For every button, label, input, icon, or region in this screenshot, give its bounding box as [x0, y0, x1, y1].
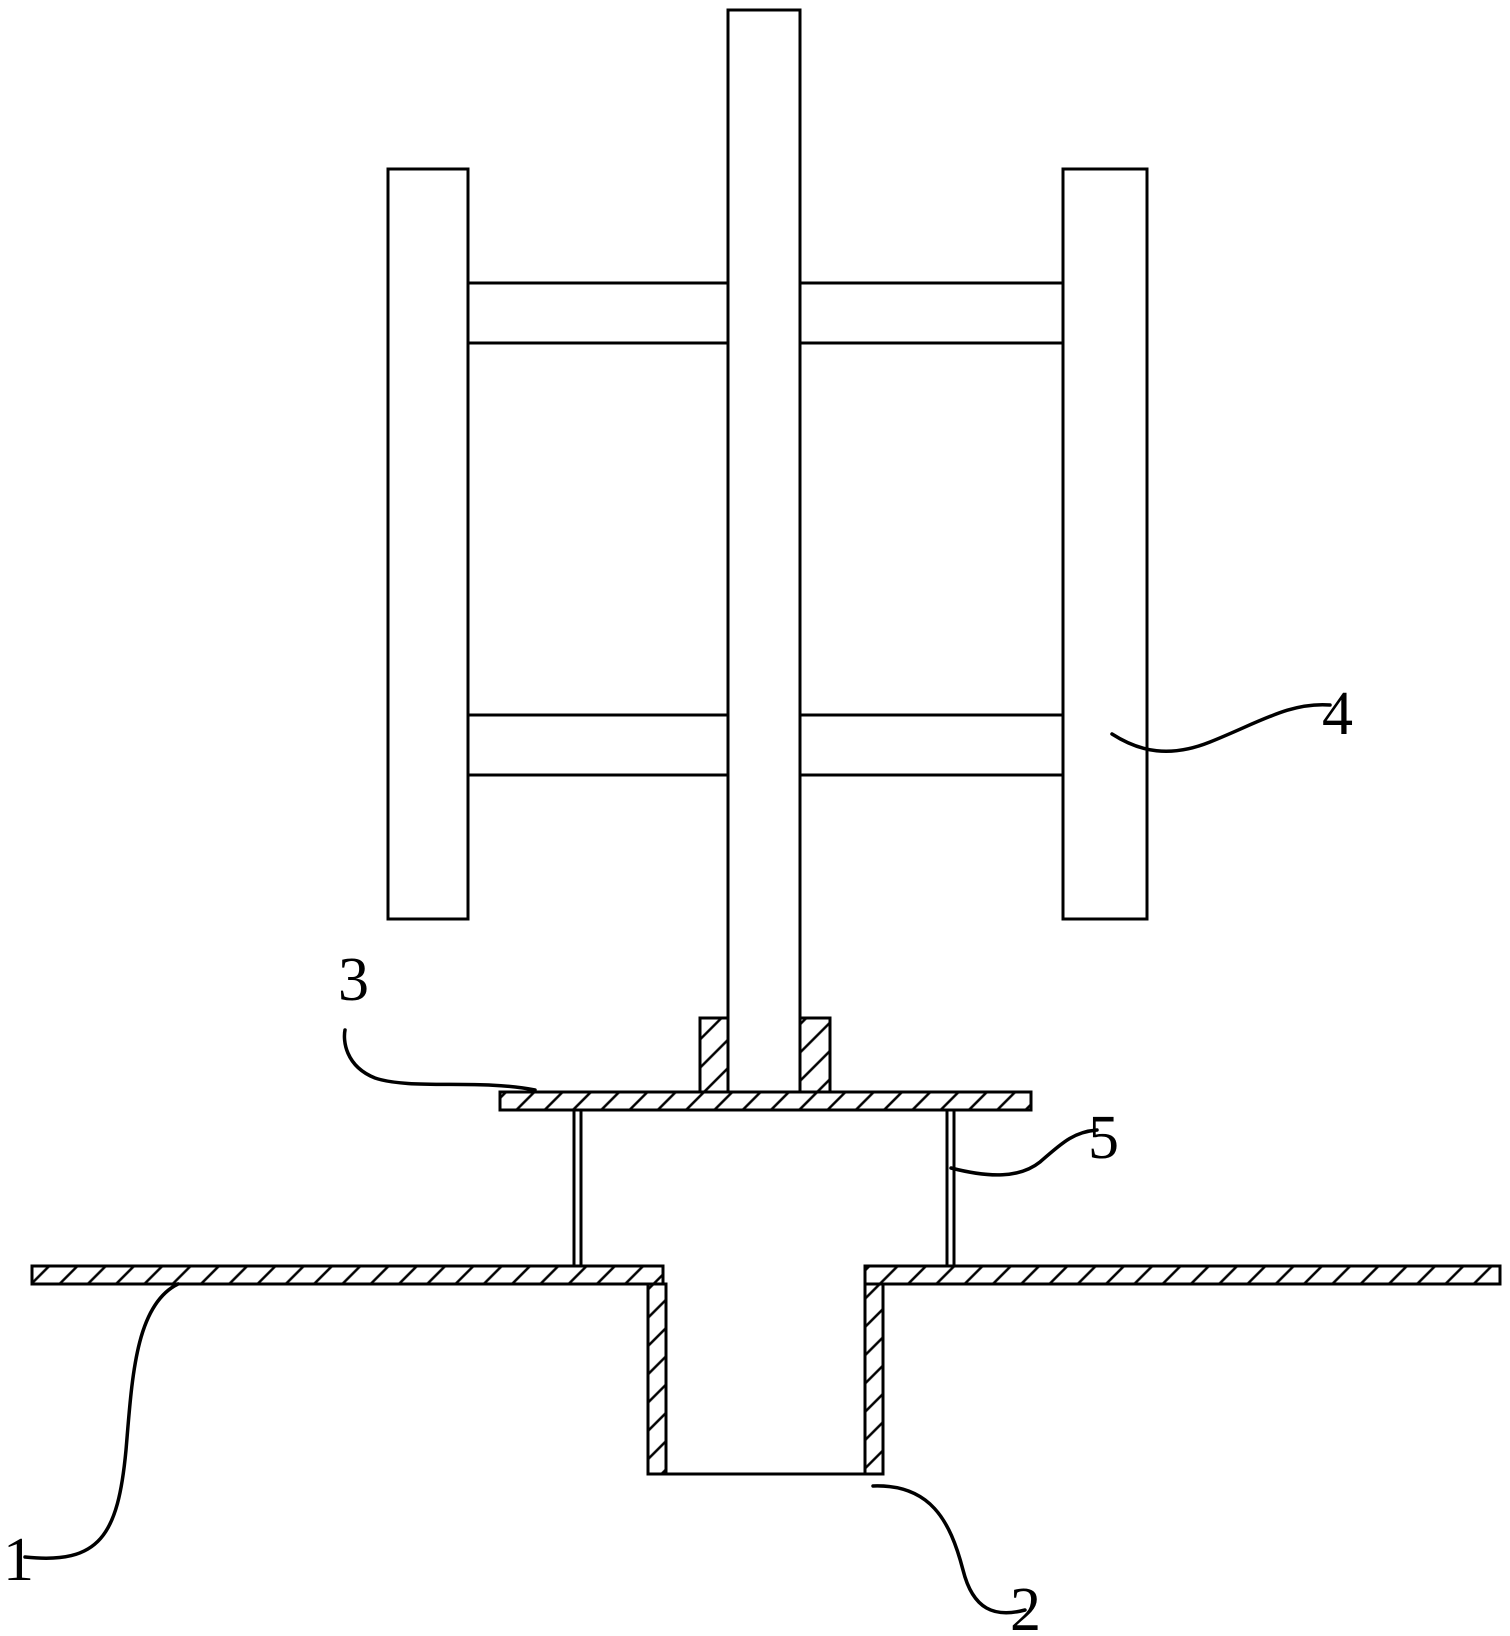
mounting-plate [498, 1090, 1033, 1112]
left-blade [386, 167, 470, 921]
label-3: 3 [338, 946, 369, 1014]
rotor-assembly [386, 8, 1149, 1094]
upper-right-arm [798, 281, 1065, 345]
right-hub-collar [798, 1016, 832, 1094]
label-1: 1 [3, 1526, 34, 1594]
right-blade [1061, 167, 1149, 921]
central-shaft [726, 8, 802, 1094]
leader-1 [23, 1282, 180, 1560]
lower-left-arm [466, 713, 730, 777]
left-support-post [572, 1108, 583, 1268]
leader-3 [342, 1028, 537, 1092]
base-plate-right [863, 1264, 1502, 1476]
label-4: 4 [1322, 680, 1353, 748]
lower-right-arm [798, 713, 1065, 777]
label-5: 5 [1088, 1104, 1119, 1172]
leader-2 [871, 1484, 1027, 1615]
support-posts [572, 1108, 956, 1268]
sleeve-left-wall [646, 1282, 668, 1476]
leader-5 [949, 1128, 1099, 1177]
sleeve-right-wall [863, 1282, 885, 1476]
leader-4 [1110, 702, 1332, 753]
right-support-post [945, 1108, 956, 1268]
upper-left-arm [466, 281, 730, 345]
label-2: 2 [1010, 1576, 1041, 1636]
left-hub-collar [698, 1016, 730, 1094]
